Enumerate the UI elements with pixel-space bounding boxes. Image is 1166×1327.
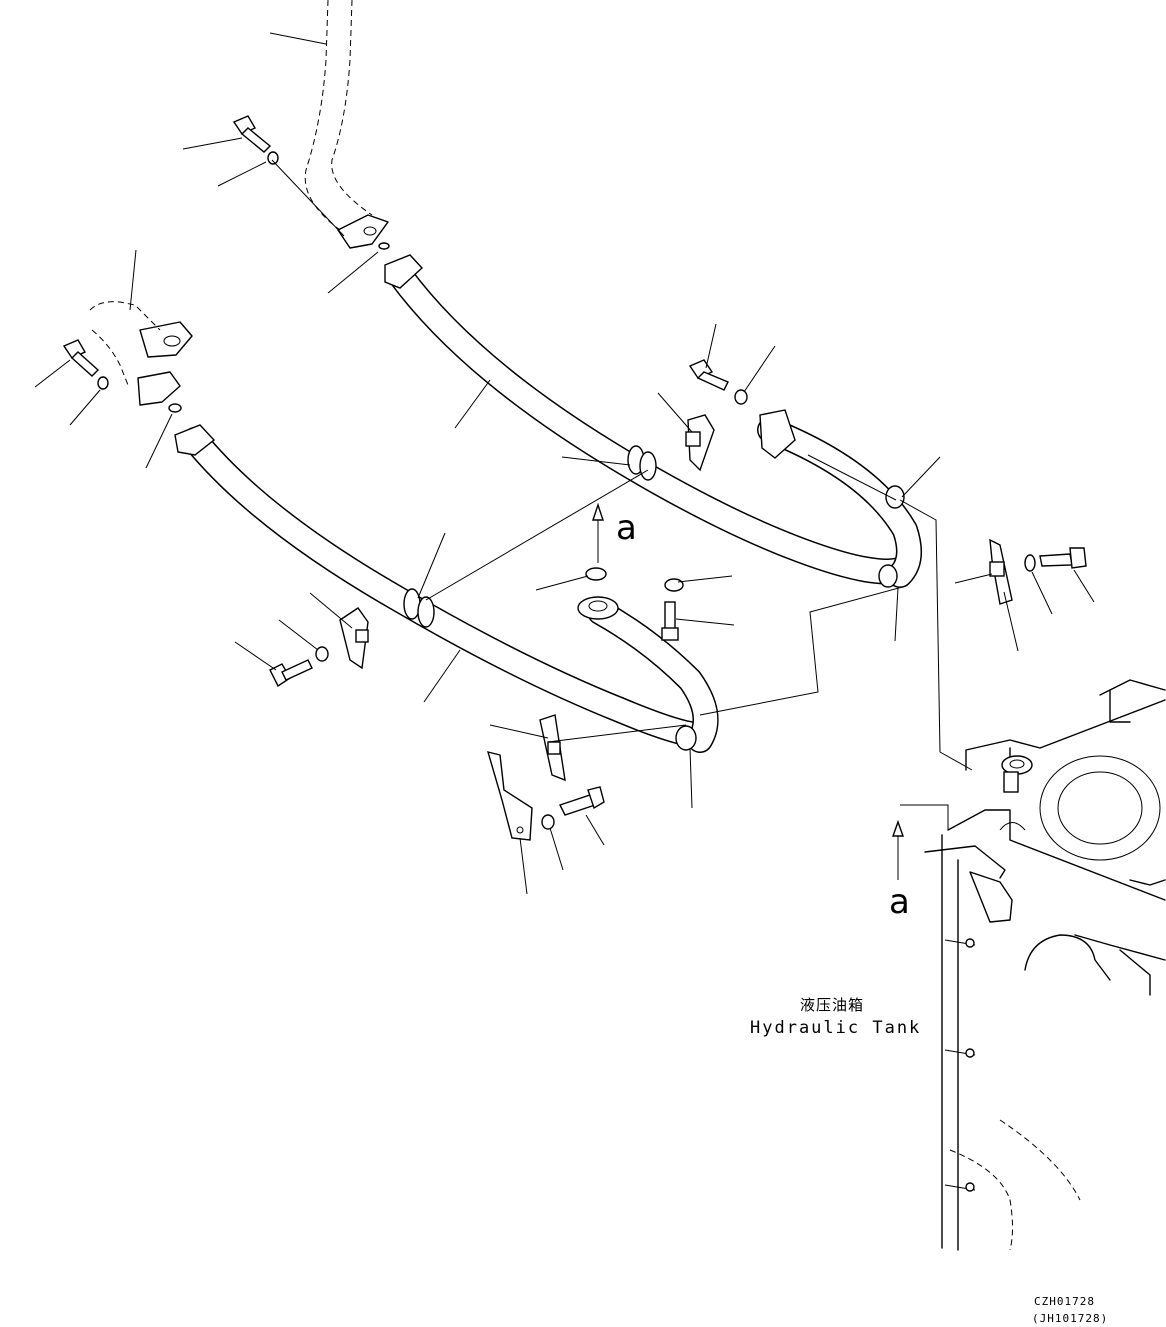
bolt-lower-right [541,786,605,830]
left-pipe-section [89,249,193,406]
clamp-lower-left [339,607,369,670]
bolt-right [1024,547,1087,572]
drawing-code-primary: CZH01728 [1034,1295,1095,1308]
leader-lines [34,137,1095,895]
drawing-code-secondary: (JH101728) [1032,1312,1109,1325]
upper-hose [384,254,922,588]
o-rings [168,242,905,581]
clamp-lower-mid [539,714,566,782]
tank-label-chinese: 液压油箱 [800,996,865,1014]
bolt-upper-left [232,115,279,165]
lower-hose [174,424,719,753]
view-marker-label-top: a [616,508,637,548]
bracket-plate [486,751,533,841]
clamp-upper [685,414,715,472]
view-marker-label-bottom: a [889,882,910,922]
bolt-mid-lower [661,578,684,641]
upper-pipe-section [269,0,389,249]
bolt-mid-upper [688,359,748,405]
hydraulic-tank [924,679,1166,1251]
clamp-right [989,538,1013,605]
bolt-left [62,339,109,390]
bolt-lower-left [269,646,329,688]
tank-label-english: Hydraulic Tank [750,1018,922,1038]
